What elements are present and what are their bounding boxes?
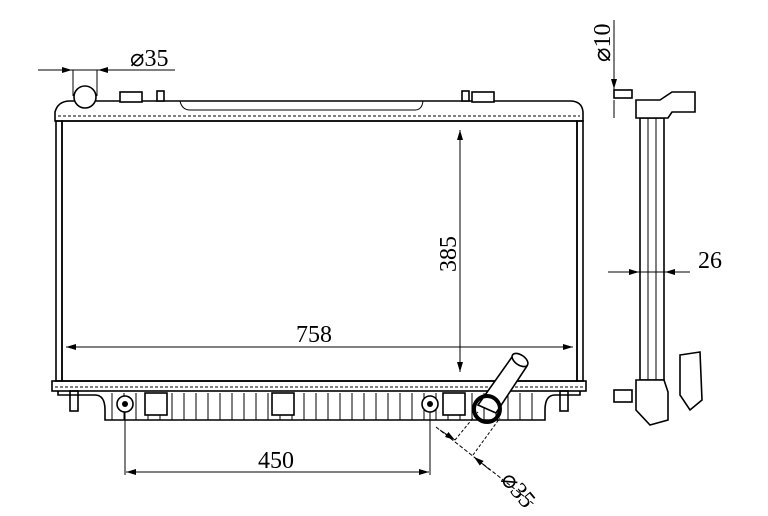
- side-bracket-right: [576, 120, 584, 382]
- top-inlet-diameter-label: ⌀35: [130, 46, 168, 72]
- side-top-tank: [635, 91, 696, 119]
- bottom-bracket-2: [271, 392, 295, 416]
- core-thickness-label: 26: [698, 248, 722, 274]
- side-core: [639, 117, 665, 381]
- radiator-front-view: [51, 85, 587, 424]
- top-bracket-left: [119, 91, 143, 103]
- side-pipe-diameter-label: ⌀10: [590, 24, 616, 62]
- side-bracket-left: [55, 120, 63, 382]
- core-height-label: 385: [436, 236, 462, 272]
- bottom-bracket-1: [144, 392, 168, 416]
- mount-spacing-label: 450: [258, 448, 294, 474]
- radiator-side-view: [613, 89, 703, 426]
- top-inlet-pipe: [73, 85, 97, 109]
- top-bracket-right: [471, 91, 495, 103]
- bottom-outlet-pipe: [472, 352, 529, 424]
- bottom-bracket-3: [442, 392, 466, 416]
- dimension-core-width: 758: [66, 322, 573, 350]
- side-outlet-pipe: [679, 351, 703, 412]
- bottom-tank: [57, 391, 581, 421]
- bottom-tank-flange: [51, 380, 587, 392]
- top-tank-recess: [179, 100, 424, 111]
- bottom-tank-fins: [111, 393, 533, 420]
- dimension-top-inlet: ⌀35: [38, 46, 175, 96]
- side-bottom-tank: [635, 379, 669, 426]
- core-width-label: 758: [296, 322, 332, 348]
- dimension-outlet: ⌀35: [435, 411, 540, 513]
- dimension-core-height: 385: [436, 130, 463, 372]
- dimension-side-pipe: ⌀10: [590, 20, 617, 118]
- dimension-mount-spacing: 450: [124, 412, 431, 475]
- dimension-core-thickness: 26: [608, 248, 722, 275]
- outlet-diameter-label: ⌀35: [495, 467, 540, 513]
- top-tank: [54, 100, 584, 122]
- side-small-pipe: [613, 89, 633, 99]
